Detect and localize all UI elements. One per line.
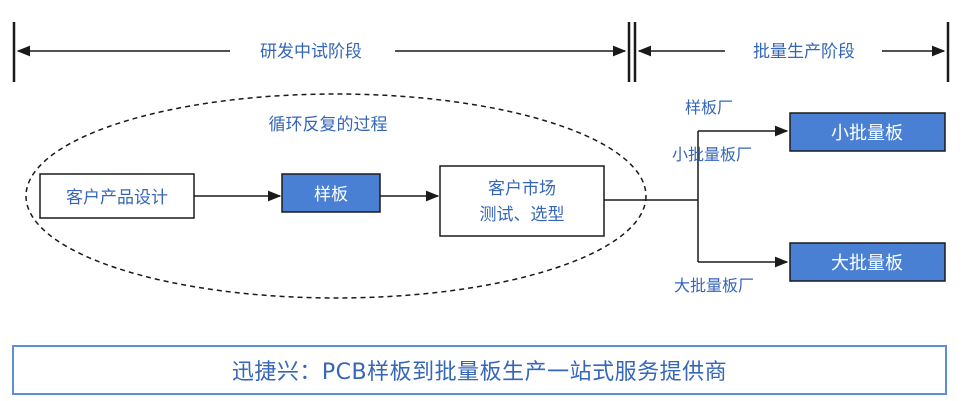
large-factory-label: 大批量板厂 [674, 276, 754, 295]
iteration-loop-ellipse [25, 93, 647, 299]
small-factory-label: 小批量板厂 [672, 145, 752, 164]
design-node-label: 客户产品设计 [66, 188, 168, 208]
market-test-label-line1: 客户市场 [488, 179, 556, 199]
process-diagram: 研发中试阶段 批量生产阶段 循环反复的过程 客户产品设计 样板 客户市场 测试、… [12, 22, 950, 299]
banner-text: 迅捷兴：PCB样板到批量板生产一站式服务提供商 [231, 360, 728, 385]
sample-node [281, 173, 381, 213]
loop-label: 循环反复的过程 [269, 115, 388, 135]
small-batch-label: 小批量板 [831, 123, 903, 144]
market-test-label-line2: 测试、选型 [480, 205, 565, 225]
large-batch-label: 大批量板 [831, 253, 903, 274]
company-banner: 迅捷兴：PCB样板到批量板生产一站式服务提供商 [12, 345, 947, 395]
mass-phase-label: 批量生产阶段 [753, 42, 855, 62]
market-test-node [439, 165, 605, 237]
small-batch-node [789, 112, 946, 152]
sample-factory-label: 样板厂 [685, 98, 733, 117]
rd-phase-label: 研发中试阶段 [260, 42, 362, 62]
sample-node-label: 样板 [314, 185, 348, 205]
large-batch-node [789, 242, 946, 282]
